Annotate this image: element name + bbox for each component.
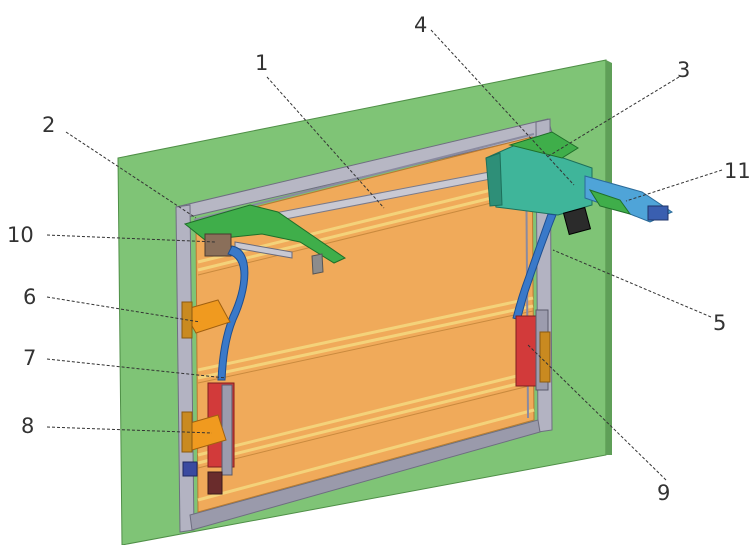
- left-blue-arm: [217, 245, 249, 381]
- wall-panel-edge: [606, 60, 612, 455]
- left-bottom-roller: [207, 471, 223, 495]
- callout-11: 11: [724, 159, 751, 183]
- callout-2: 2: [42, 113, 55, 137]
- motor-unit: [562, 206, 592, 236]
- leader-lines: [46, 29, 723, 481]
- callout-10: 10: [7, 223, 34, 247]
- callout-3: 3: [677, 58, 690, 82]
- right-hinge: [539, 331, 551, 383]
- callout-7: 7: [23, 346, 36, 370]
- left-cam-block: [204, 233, 232, 257]
- callout-8: 8: [21, 414, 34, 438]
- left-bottom-block: [182, 461, 198, 477]
- operator-cap-left: [485, 152, 503, 207]
- left-link-rod: [234, 241, 293, 259]
- left-bracket-tab: [311, 253, 324, 275]
- callout-5: 5: [713, 311, 726, 335]
- frame-bottom-rail: [189, 419, 541, 531]
- right-guide-end: [647, 205, 669, 221]
- callout-labels: 1 2 3 4 5 6 7 8 9 10 11: [7, 13, 751, 505]
- right-guide-green: [588, 189, 632, 215]
- callout-4: 4: [414, 13, 427, 37]
- left-slider-track: [221, 384, 233, 476]
- callout-1: 1: [255, 51, 268, 75]
- callout-6: 6: [23, 285, 36, 309]
- callout-9: 9: [657, 481, 670, 505]
- door-stripe-shadows: [197, 192, 534, 469]
